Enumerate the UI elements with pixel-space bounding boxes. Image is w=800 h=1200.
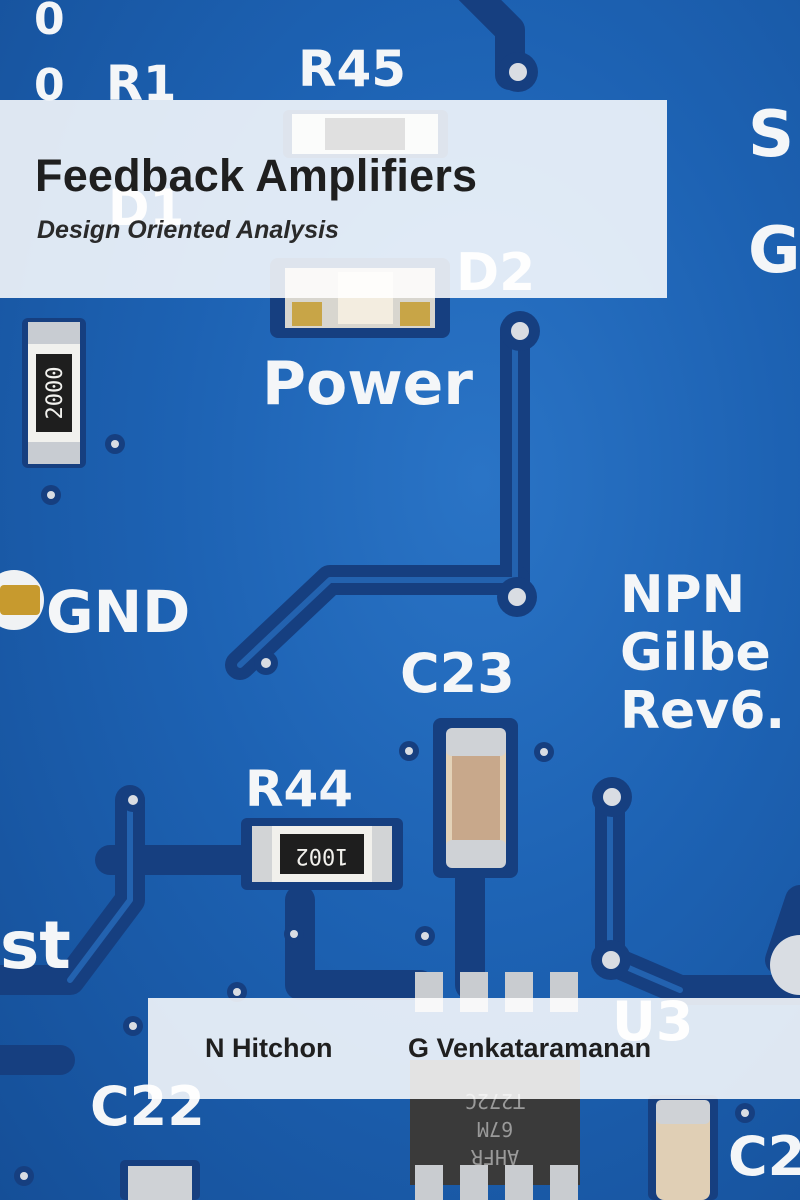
resistor-2000: 2000 [22, 318, 86, 468]
resistor-1002: 1002 [241, 818, 403, 890]
capacitor-c2 [648, 1095, 718, 1200]
label-st: st [0, 907, 71, 984]
label-npn: NPN [620, 565, 745, 625]
trace-highlights [67, 327, 683, 993]
label-g: G [748, 214, 800, 288]
chip-text-67m: 67M [477, 1117, 513, 1141]
resistor-2000-label: 2000 [43, 367, 68, 420]
title-panel [0, 100, 667, 298]
author-panel [148, 998, 800, 1099]
right-edge-pad [770, 935, 800, 995]
label-s: S [748, 98, 794, 172]
label-gilbert: Gilbe [620, 623, 771, 683]
label-c2: C2 [728, 1125, 800, 1188]
author-name: N Hitchon [205, 1033, 333, 1063]
label-gnd: GND [46, 578, 190, 646]
label-power: Power [262, 349, 473, 419]
book-subtitle: Design Oriented Analysis [37, 216, 339, 244]
label-top-0a: 0 [34, 0, 65, 45]
label-rev: Rev6. [620, 681, 785, 741]
book-title: Feedback Amplifiers [35, 150, 478, 201]
capacitor-c22 [120, 1160, 200, 1200]
capacitor-c23 [433, 718, 518, 878]
chip-text-ahfr: AHFR [470, 1145, 519, 1169]
resistor-1002-label: 1002 [296, 843, 349, 868]
label-r45: R45 [298, 40, 406, 98]
label-r44: R44 [245, 760, 353, 818]
gnd-pad [0, 570, 44, 630]
via-holes [14, 52, 755, 1186]
author-name: G Venkataramanan [408, 1033, 652, 1063]
label-c23: C23 [400, 642, 515, 705]
